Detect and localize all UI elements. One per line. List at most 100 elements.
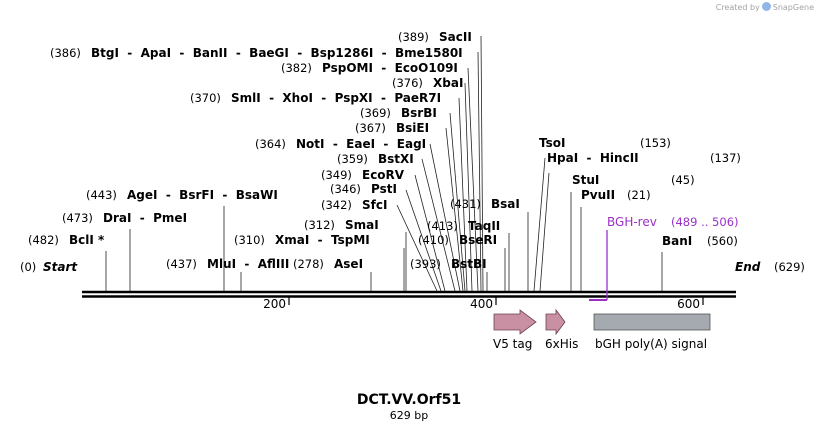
site-position: (389) bbox=[398, 30, 429, 44]
site-bcli[interactable]: (482) BclI * bbox=[28, 233, 107, 291]
site-smli[interactable]: (370)SmlI - XhoI - PspXI - PaeR7I bbox=[190, 91, 468, 292]
site-ecorv[interactable]: (349) EcoRV bbox=[321, 168, 446, 292]
site-enzymes: BsrBI bbox=[401, 106, 437, 120]
snapgene-logo-icon bbox=[761, 2, 771, 11]
site-position: (437) bbox=[166, 257, 197, 271]
site-hpai[interactable]: HpaI - HincII (137) bbox=[539, 151, 741, 292]
site-enzymes: BsaI bbox=[491, 197, 520, 211]
site-leader-line bbox=[464, 82, 473, 292]
site-enzymes: MluI - AflIII bbox=[207, 257, 289, 271]
site-sacii[interactable]: (389)SacII bbox=[398, 30, 484, 292]
site-enzymes: StuI bbox=[572, 173, 599, 187]
site-noti[interactable]: (364) NotI - EaeI - EagI bbox=[255, 137, 461, 292]
end-label: End bbox=[735, 260, 761, 274]
site-enzymes: TsoI bbox=[539, 136, 565, 150]
site-mlui[interactable]: (437) MluI - AflIII bbox=[166, 257, 289, 291]
site-leader-line bbox=[449, 112, 466, 292]
site-position: (349) bbox=[321, 168, 352, 182]
site-position: (560) bbox=[707, 234, 738, 248]
site-leader-line bbox=[429, 143, 461, 292]
site-enzymes: PspOMI - EcoO109I bbox=[322, 61, 458, 75]
site-bseri[interactable]: (410)BseRI bbox=[418, 233, 506, 291]
site-psti[interactable]: (346)PstI bbox=[330, 182, 442, 292]
site-position: (473) bbox=[62, 211, 93, 225]
site-drai[interactable]: (473)DraI - PmeI bbox=[62, 211, 187, 291]
feature-bgh-polya[interactable]: bGH poly(A) signal bbox=[593, 313, 711, 351]
feature-label: V5 tag bbox=[493, 337, 532, 351]
feature-label: 6xHis bbox=[545, 337, 578, 351]
site-bstxi[interactable]: (359) BstXI bbox=[337, 152, 456, 292]
site-enzymes: HpaI - HincII bbox=[547, 151, 639, 165]
site-sfci[interactable]: (342) SfcI bbox=[321, 198, 438, 292]
site-position: (482) bbox=[28, 233, 59, 247]
site-leader-line bbox=[445, 127, 464, 292]
site-pspomi[interactable]: (382) PspOMI - EcoO109I bbox=[281, 61, 479, 292]
site-position: (376) bbox=[392, 76, 423, 90]
site-position: (45) bbox=[671, 173, 695, 187]
site-leader-line bbox=[477, 51, 482, 292]
site-position: (137) bbox=[710, 151, 741, 165]
site-position: (382) bbox=[281, 61, 312, 75]
site-enzymes: TaqII bbox=[468, 219, 500, 233]
site-enzymes: PstI bbox=[371, 182, 397, 196]
6xhis-arrow bbox=[545, 308, 566, 336]
site-pvuii[interactable]: PvuII(21) bbox=[580, 188, 651, 291]
site-position: (21) bbox=[627, 188, 651, 202]
site-btgi[interactable]: (386)BtgI - ApaI - BanII - BaeGI - Bsp12… bbox=[50, 46, 482, 292]
site-bsiei[interactable]: (367)BsiEI bbox=[355, 121, 464, 292]
site-leader-line bbox=[458, 97, 468, 292]
site-leader-line bbox=[467, 67, 479, 292]
ruler-label-400: 400 bbox=[470, 297, 493, 311]
site-xbai[interactable]: (376) XbaI bbox=[392, 76, 473, 292]
site-bani[interactable]: BanI(560) bbox=[661, 234, 738, 291]
site-position: (342) bbox=[321, 198, 352, 212]
primer-bgh-rev[interactable]: BGH-rev (489 .. 506) bbox=[589, 215, 739, 301]
site-bsai[interactable]: (431)BsaI bbox=[450, 197, 529, 291]
site-stui[interactable]: StuI (45) bbox=[570, 173, 695, 291]
site-enzymes: XbaI bbox=[433, 76, 463, 90]
v5-tag-arrow bbox=[493, 309, 537, 335]
credit-prefix: Created by bbox=[715, 3, 760, 12]
site-enzymes: SmaI bbox=[345, 218, 379, 232]
site-taqii[interactable]: (413)TaqII bbox=[427, 219, 510, 291]
site-enzymes: SfcI bbox=[362, 198, 387, 212]
bgh-polya-box bbox=[593, 313, 711, 331]
site-xmai[interactable]: (310)XmaI - TspMI bbox=[234, 233, 405, 291]
site-bstbi[interactable]: (393)BstBI bbox=[410, 257, 488, 291]
site-position: (364) bbox=[255, 137, 286, 151]
start-label: Start bbox=[43, 260, 78, 274]
site-enzymes: NotI - EaeI - EagI bbox=[296, 137, 426, 151]
site-smai[interactable]: (312) SmaI bbox=[304, 218, 407, 291]
site-leader-line bbox=[539, 172, 550, 292]
site-position: (410) bbox=[418, 233, 449, 247]
site-enzymes: BsiEI bbox=[396, 121, 429, 135]
site-position: (153) bbox=[640, 136, 671, 150]
ruler-label-200: 200 bbox=[263, 297, 286, 311]
site-enzymes: BstXI bbox=[378, 152, 414, 166]
site-bsrbi[interactable]: (369)BsrBI bbox=[360, 106, 466, 292]
site-leader-line bbox=[414, 174, 446, 292]
start-position: (0) bbox=[20, 260, 36, 274]
site-tsoi[interactable]: TsoI (153) bbox=[533, 136, 671, 292]
feature-label: bGH poly(A) signal bbox=[595, 337, 707, 351]
site-position: (359) bbox=[337, 152, 368, 166]
site-leader-line bbox=[396, 204, 438, 292]
site-leader-line bbox=[405, 189, 442, 292]
site-enzymes: SmlI - XhoI - PspXI - PaeR7I bbox=[231, 91, 441, 105]
site-enzymes: BclI * bbox=[69, 233, 105, 247]
site-position: (278) bbox=[293, 257, 324, 271]
site-enzymes: AseI bbox=[334, 257, 363, 271]
site-asei[interactable]: (278) AseI bbox=[293, 257, 372, 291]
ruler: 200 400 600 bbox=[263, 297, 704, 311]
site-enzymes: EcoRV bbox=[362, 168, 405, 182]
site-position: (312) bbox=[304, 218, 335, 232]
feature-v5-tag[interactable]: V5 tag bbox=[493, 309, 537, 351]
site-position: (310) bbox=[234, 233, 265, 247]
feature-6xhis[interactable]: 6xHis bbox=[545, 308, 578, 351]
site-enzymes: BtgI - ApaI - BanII - BaeGI - Bsp1286I -… bbox=[91, 46, 463, 60]
end-position: (629) bbox=[774, 260, 805, 274]
primer-range: (489 .. 506) bbox=[671, 215, 739, 229]
site-agei[interactable]: (443)AgeI - BsrFI - BsaWI bbox=[86, 188, 278, 291]
